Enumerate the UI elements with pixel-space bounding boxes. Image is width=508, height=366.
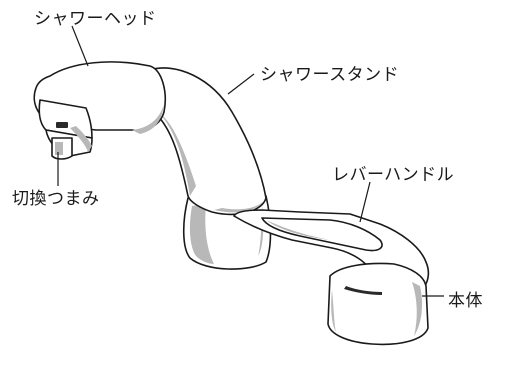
leader-lines	[57, 25, 444, 297]
shower-head	[33, 61, 166, 157]
leader-lever-handle	[359, 181, 371, 223]
label-switch-knob: 切換つまみ	[12, 189, 100, 209]
leader-shower-head	[71, 25, 89, 67]
label-shower-head: シャワーヘッド	[34, 9, 157, 29]
label-shower-stand: シャワースタンド	[260, 65, 400, 85]
label-lever-handle: レバーハンドル	[332, 165, 455, 185]
switch-knob	[51, 137, 73, 160]
faucet-body	[327, 262, 429, 346]
label-body: 本体	[448, 291, 483, 311]
leader-shower-stand	[227, 73, 255, 95]
